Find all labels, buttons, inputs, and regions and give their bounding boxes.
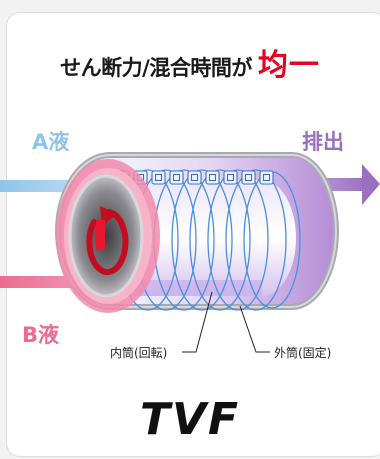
tvf-logo: TVF — [140, 394, 240, 445]
inner-cylinder-label: 内筒(回転) — [110, 346, 168, 360]
inner-cylinder — [112, 180, 296, 296]
outer-cylinder-label: 外筒(固定) — [274, 346, 332, 360]
b-liquid-label: B液 — [22, 323, 60, 347]
headline: せん断力/混合時間が均一 — [0, 40, 380, 84]
headline-text: せん断力/混合時間が — [60, 56, 252, 80]
vortex-rings — [117, 169, 301, 311]
inner-callout-line — [182, 291, 213, 353]
outer-callout-line — [239, 305, 270, 353]
rotation-arrow-icon — [86, 206, 129, 275]
output-label: 排出 — [302, 130, 344, 154]
output-arrow-icon — [362, 164, 380, 205]
svg-text:TVF: TVF — [140, 394, 240, 445]
headline-accent: 均一 — [257, 48, 320, 83]
a-liquid-label: A液 — [32, 130, 70, 154]
inner-shaft — [70, 176, 142, 296]
